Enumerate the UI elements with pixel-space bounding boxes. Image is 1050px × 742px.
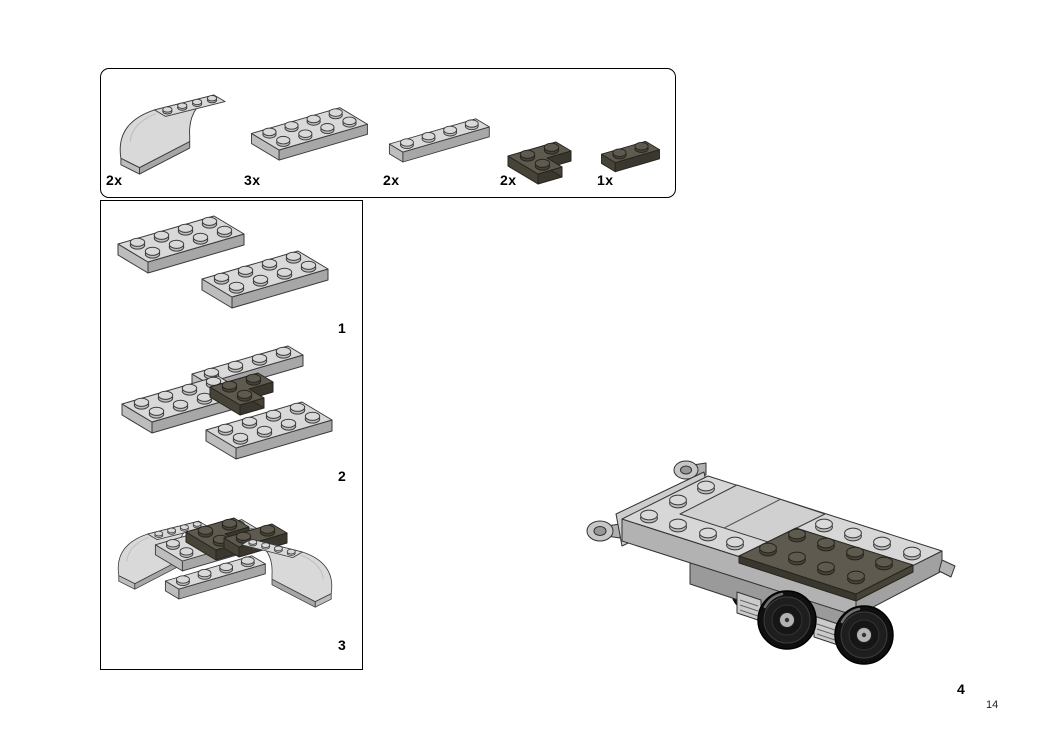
page-number: 14 <box>986 699 999 711</box>
part-qty-plate-1x4: 2x <box>383 172 400 188</box>
substep-number-2: 2 <box>338 468 346 484</box>
parts-callout-box <box>100 68 676 198</box>
part-curved-slope-brick <box>120 95 225 174</box>
part-qty-curved-slope: 2x <box>106 172 123 188</box>
part-plate-1x2 <box>602 141 660 171</box>
step-1-diagram <box>118 216 328 308</box>
part-qty-plate-2x4: 3x <box>244 172 261 188</box>
substep-number-1: 1 <box>338 320 346 336</box>
part-qty-plate-1x2: 1x <box>597 172 614 188</box>
part-qty-corner-plate: 2x <box>500 172 517 188</box>
wheel-front-right <box>834 605 894 665</box>
coupling-hook <box>938 559 956 578</box>
step-number: 4 <box>957 681 966 697</box>
part-corner-plate-2x2 <box>508 142 571 184</box>
part-plate-1x4 <box>389 119 489 162</box>
substep-number-3: 3 <box>338 637 346 653</box>
assembled-model <box>586 460 956 665</box>
part-plate-2x4 <box>252 108 368 160</box>
step-2-diagram <box>122 346 332 459</box>
dark-plates <box>738 527 914 602</box>
smooth-tile-divider <box>723 498 782 529</box>
step-3-diagram <box>118 518 332 607</box>
wheel-front-left <box>757 590 817 650</box>
